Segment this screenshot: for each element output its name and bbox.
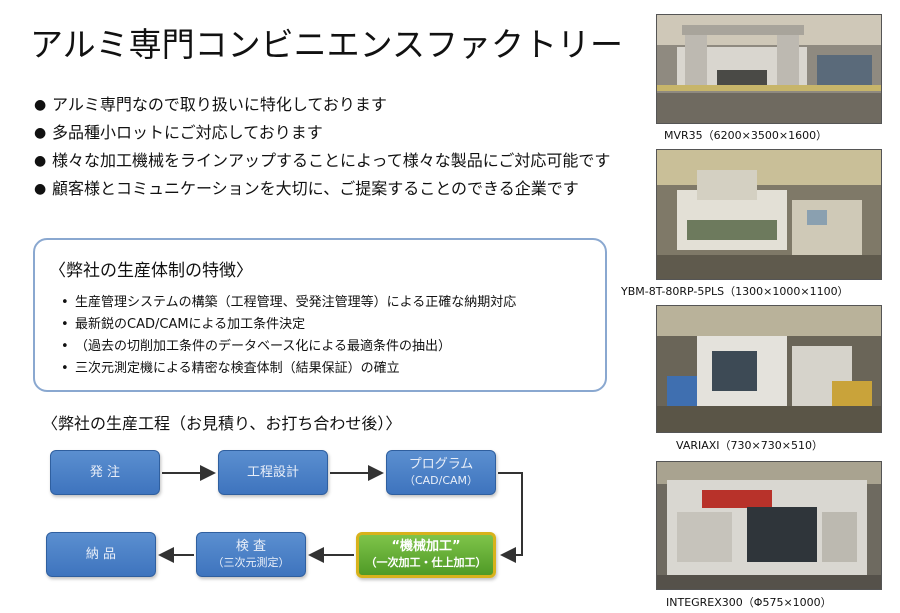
step-program-label: プログラム [408,456,474,472]
bullet-item: ● 顧客様とコミュニケーションを大切に、ご提案することのできる企業です [34,177,634,201]
bullet-list: ● アルミ専門なので取り扱いに特化しております ● 多品種小ロットにご対応しておりま… [34,93,634,205]
feature-item: （過去の切削加工条件のデータベース化による最適条件の抽出） [61,336,516,358]
step-order-label: 発 注 [89,464,121,480]
bullet-text: 多品種小ロットにご対応しております [52,123,323,142]
process-title: 〈弊社の生産工程（お見積り、お打ち合わせ後）〉 [42,414,402,433]
step-delivery: 納 品 [46,532,156,577]
arrow-program-to-machining [498,472,523,563]
machine-caption-mvr35: MVR35（6200×3500×1600） [664,129,828,142]
step-program-sublabel: （CAD/CAM） [403,473,479,487]
step-delivery-label: 納 品 [85,546,117,562]
step-order: 発 注 [50,450,160,495]
machine-photo-integrex [656,461,882,590]
bullet-text: 様々な加工機械をラインアップすることによって様々な製品にご対応可能です [52,151,611,170]
bullet-item: ● 様々な加工機械をラインアップすることによって様々な製品にご対応可能です [34,149,634,173]
machine-caption-integrex: INTEGREX300（Φ575×1000） [666,596,832,609]
machine-photo-variaxi [656,305,882,433]
machine-caption-ybm: YBM-8T-80RP-5PLS（1300×1000×1100） [621,285,849,298]
step-machining-label: “機械加工” [391,539,461,554]
step-inspection-label: 検 査 [235,538,267,554]
production-features-box: 〈弊社の生産体制の特徴〉 生産管理システムの構築（工程管理、受発注管理等）による… [33,238,607,392]
features-title: 〈弊社の生産体制の特徴〉 [49,261,253,281]
step-programming: プログラム （CAD/CAM） [386,450,496,495]
machine-photo-ybm [656,149,882,280]
step-inspection-sublabel: （三次元測定） [212,555,290,569]
features-list: 生産管理システムの構築（工程管理、受発注管理等）による正確な納期対応 最新鋭のC… [61,292,516,380]
feature-item: 最新鋭のCAD/CAMによる加工条件決定 [61,314,516,336]
bullet-dot: ● [34,97,47,113]
bullet-dot: ● [34,125,47,141]
feature-item: 三次元測定機による精密な検査体制（結果保証）の確立 [61,358,516,380]
bullet-text: 顧客様とコミュニケーションを大切に、ご提案することのできる企業です [52,179,579,198]
page-title: アルミ専門コンビニエンスファクトリー [30,25,624,64]
step-design-label: 工程設計 [246,464,299,480]
bullet-dot: ● [34,181,47,197]
bullet-item: ● アルミ専門なので取り扱いに特化しております [34,93,634,117]
step-inspection: 検 査 （三次元測定） [196,532,306,577]
bullet-text: アルミ専門なので取り扱いに特化しております [52,95,387,114]
feature-item: 生産管理システムの構築（工程管理、受発注管理等）による正確な納期対応 [61,292,516,314]
bullet-dot: ● [34,153,47,169]
step-process-design: 工程設計 [218,450,328,495]
machine-photo-mvr35 [656,14,882,124]
step-machining-sublabel: （一次加工・仕上加工） [365,556,487,569]
machine-caption-variaxi: VARIAXI（730×730×510） [676,439,823,452]
bullet-item: ● 多品種小ロットにご対応しております [34,121,634,145]
step-machining: “機械加工” （一次加工・仕上加工） [356,532,496,578]
